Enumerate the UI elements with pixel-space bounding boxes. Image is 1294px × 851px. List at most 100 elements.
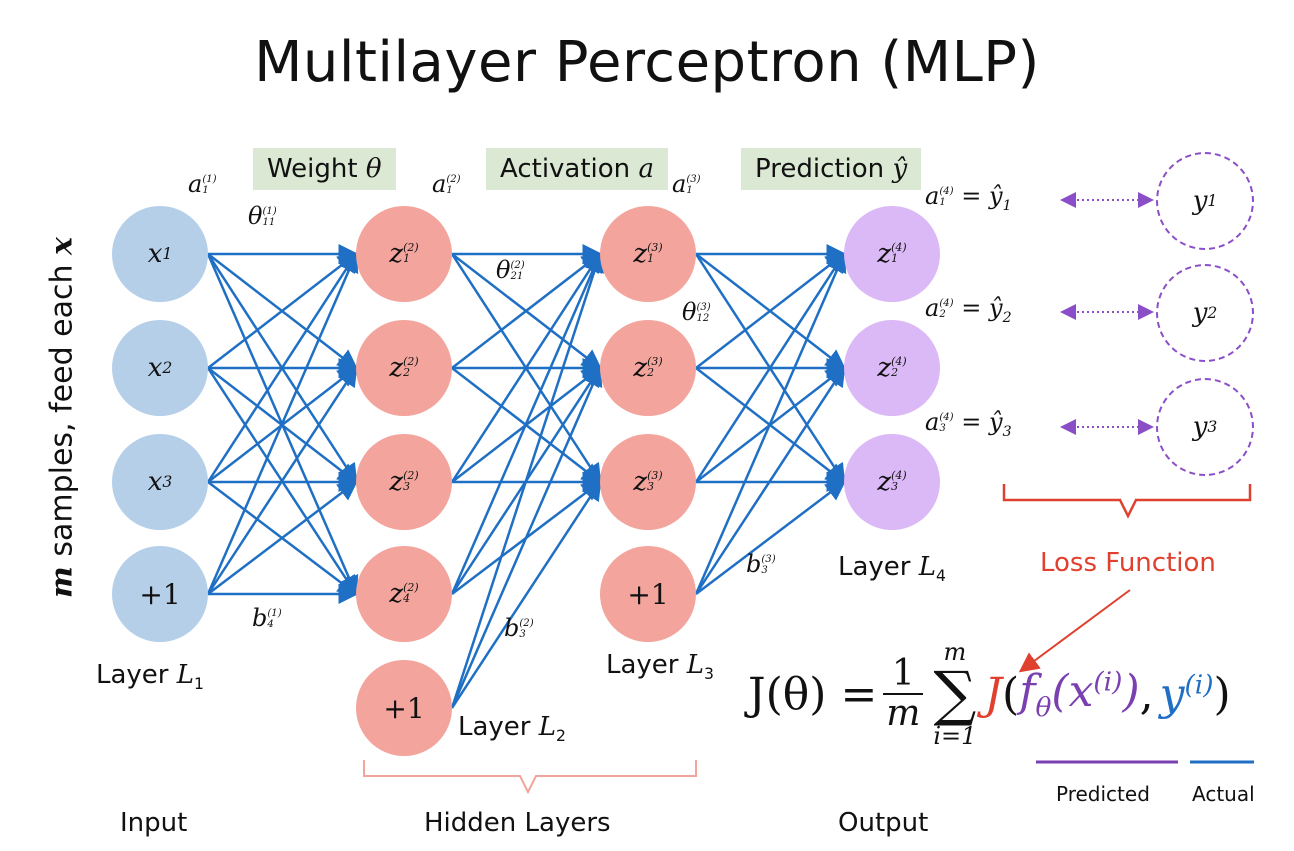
loss-function-label: Loss Function bbox=[1040, 548, 1216, 578]
annot-theta12-3: θ(3)12 bbox=[682, 298, 711, 326]
node-sub: 2 bbox=[403, 366, 411, 379]
annot-a1-1: a(1)1 bbox=[188, 170, 217, 198]
edge-l2-l3 bbox=[451, 252, 602, 369]
node-sub: 1 bbox=[162, 245, 173, 263]
prediction-tag-symbol: ŷ bbox=[892, 154, 908, 184]
weight-tag-text: Weight bbox=[267, 154, 366, 184]
node-sub: 3 bbox=[403, 480, 411, 493]
edge-l1-l2 bbox=[207, 252, 358, 369]
edge-l1-l2 bbox=[206, 251, 359, 595]
annot-a1-2: a(2)1 bbox=[432, 170, 461, 198]
loss-brace bbox=[1002, 484, 1252, 519]
node-sub: 1 bbox=[891, 252, 899, 265]
formula-actual: y(i) bbox=[1159, 668, 1214, 720]
layer-l1-label: Layer L1 bbox=[96, 660, 204, 694]
node-sub: 3 bbox=[647, 480, 655, 493]
node-sup: (4) bbox=[891, 469, 907, 483]
node-sup: (3) bbox=[647, 241, 663, 255]
node-sub: 2 bbox=[891, 366, 899, 379]
hidden-layers-label: Hidden Layers bbox=[424, 808, 611, 838]
node-sub: 3 bbox=[891, 480, 899, 493]
input-bias-node: +1 bbox=[112, 546, 208, 642]
annot-b3-2: b(2)3 bbox=[504, 614, 534, 642]
node-sup: (3) bbox=[647, 469, 663, 483]
edge-l1-l2 bbox=[206, 365, 358, 595]
hidden2-node-3: z(2)3 bbox=[356, 434, 452, 530]
formula-lhs: J(θ) = bbox=[748, 668, 878, 720]
output-eq-1: a(4)1 = ŷ1 bbox=[925, 182, 1012, 214]
annot-theta11-1: θ(1)11 bbox=[248, 202, 277, 230]
activation-tag: Activation a bbox=[486, 148, 668, 190]
hidden3-node-3: z(3)3 bbox=[600, 434, 696, 530]
hidden2-node-1: z(2)1 bbox=[356, 206, 452, 302]
layer-l4-label: Layer L4 bbox=[838, 552, 946, 586]
output-eq-2: a(4)2 = ŷ2 bbox=[925, 294, 1012, 326]
node-sub: 2 bbox=[647, 366, 655, 379]
node-symbol: x bbox=[147, 353, 163, 383]
hidden2-bias-node: +1 bbox=[356, 660, 452, 756]
activation-tag-symbol: a bbox=[638, 154, 654, 184]
weight-tag: Weight θ bbox=[253, 148, 396, 190]
output-node-3: z(4)3 bbox=[844, 434, 940, 530]
node-sup: (2) bbox=[403, 581, 419, 595]
node-sup: (4) bbox=[891, 241, 907, 255]
actual-label: Actual bbox=[1192, 782, 1255, 806]
edge-l2-l3 bbox=[450, 251, 602, 483]
node-sub: 3 bbox=[162, 473, 173, 491]
node-sup: (4) bbox=[891, 355, 907, 369]
output-label: Output bbox=[838, 808, 929, 838]
edge-l2-l3 bbox=[450, 365, 603, 709]
hidden3-node-1: z(3)1 bbox=[600, 206, 696, 302]
formula-predicted: fθ(x(i)) bbox=[1019, 665, 1140, 723]
annot-b4-1: b(1)4 bbox=[252, 604, 282, 632]
edge-l1-l2 bbox=[206, 251, 358, 483]
layer-l2-label: Layer L2 bbox=[458, 712, 566, 746]
node-symbol: +1 bbox=[139, 577, 181, 611]
output-node-1: z(4)1 bbox=[844, 206, 940, 302]
annot-b3-3: b(3)3 bbox=[746, 550, 776, 578]
loss-arrow bbox=[1018, 589, 1131, 673]
predicted-label: Predicted bbox=[1056, 782, 1150, 806]
hidden2-node-2: z(2)2 bbox=[356, 320, 452, 416]
edge-l2-l3 bbox=[450, 479, 602, 709]
edge-l3-l4 bbox=[695, 252, 846, 369]
hidden-brace bbox=[363, 760, 697, 795]
annot-theta21-2: θ(2)21 bbox=[496, 256, 525, 284]
hidden3-bias-node: +1 bbox=[600, 546, 696, 642]
node-sup: (2) bbox=[403, 355, 419, 369]
output-node-2: z(4)2 bbox=[844, 320, 940, 416]
edge-l1-l2 bbox=[207, 480, 358, 595]
formula-sum: m ∑ i=1 bbox=[933, 638, 977, 750]
node-sub: 1 bbox=[403, 252, 411, 265]
node-sup: (2) bbox=[403, 469, 419, 483]
formula-fraction: 1 m bbox=[883, 655, 924, 733]
formula-J: J bbox=[984, 668, 1003, 720]
prediction-tag-text: Prediction bbox=[755, 154, 893, 184]
edge-l3-l4 bbox=[694, 251, 846, 483]
node-sup: (2) bbox=[403, 241, 419, 255]
page-title: Multilayer Perceptron (MLP) bbox=[254, 30, 1040, 95]
loss-formula: J(θ) = 1 m m ∑ i=1 J ( fθ(x(i)) , y(i) ) bbox=[748, 638, 1231, 750]
edge-l2-l3 bbox=[450, 251, 603, 595]
edge-l3-l4 bbox=[694, 251, 847, 595]
node-symbol: x bbox=[147, 467, 163, 497]
prediction-tag: Prediction ŷ bbox=[741, 148, 922, 190]
node-sub: 1 bbox=[647, 252, 655, 265]
node-sup: (3) bbox=[647, 355, 663, 369]
weight-tag-symbol: θ bbox=[365, 154, 382, 184]
hidden3-node-2: z(3)2 bbox=[600, 320, 696, 416]
edge-l2-l3 bbox=[450, 251, 605, 709]
activation-tag-text: Activation bbox=[500, 154, 639, 184]
hidden2-node-4: z(2)4 bbox=[356, 546, 452, 642]
edge-l3-l4 bbox=[694, 365, 846, 595]
annot-a1-3: a(3)1 bbox=[672, 170, 701, 198]
layer-l3-label: Layer L3 bbox=[606, 650, 714, 684]
node-sub: 2 bbox=[162, 359, 173, 377]
